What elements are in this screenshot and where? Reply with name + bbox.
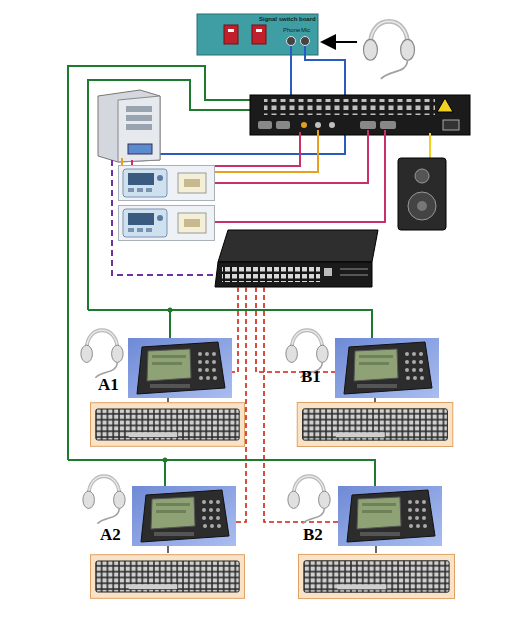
terminal-box: A1 [128,338,232,398]
jack-label: Phone [283,27,300,33]
jack-label: Mic [301,27,310,33]
terminal-box: B2 [338,486,442,546]
speaker [398,158,446,230]
network-switch [218,230,378,262]
switch-board-box: Signal switch board [197,14,318,55]
pc-tower [98,90,160,162]
terminal-label: B2 [303,526,323,543]
terminal-label: A2 [100,526,121,543]
terminal-box: B1 [335,338,439,398]
terminal-box: A2 [132,486,236,546]
terminal-label: B1 [301,368,321,385]
panel-title: Signal switch board [259,16,316,22]
switch-rack [250,95,470,135]
terminal-label: A1 [98,376,119,393]
switch-panel [197,14,318,55]
